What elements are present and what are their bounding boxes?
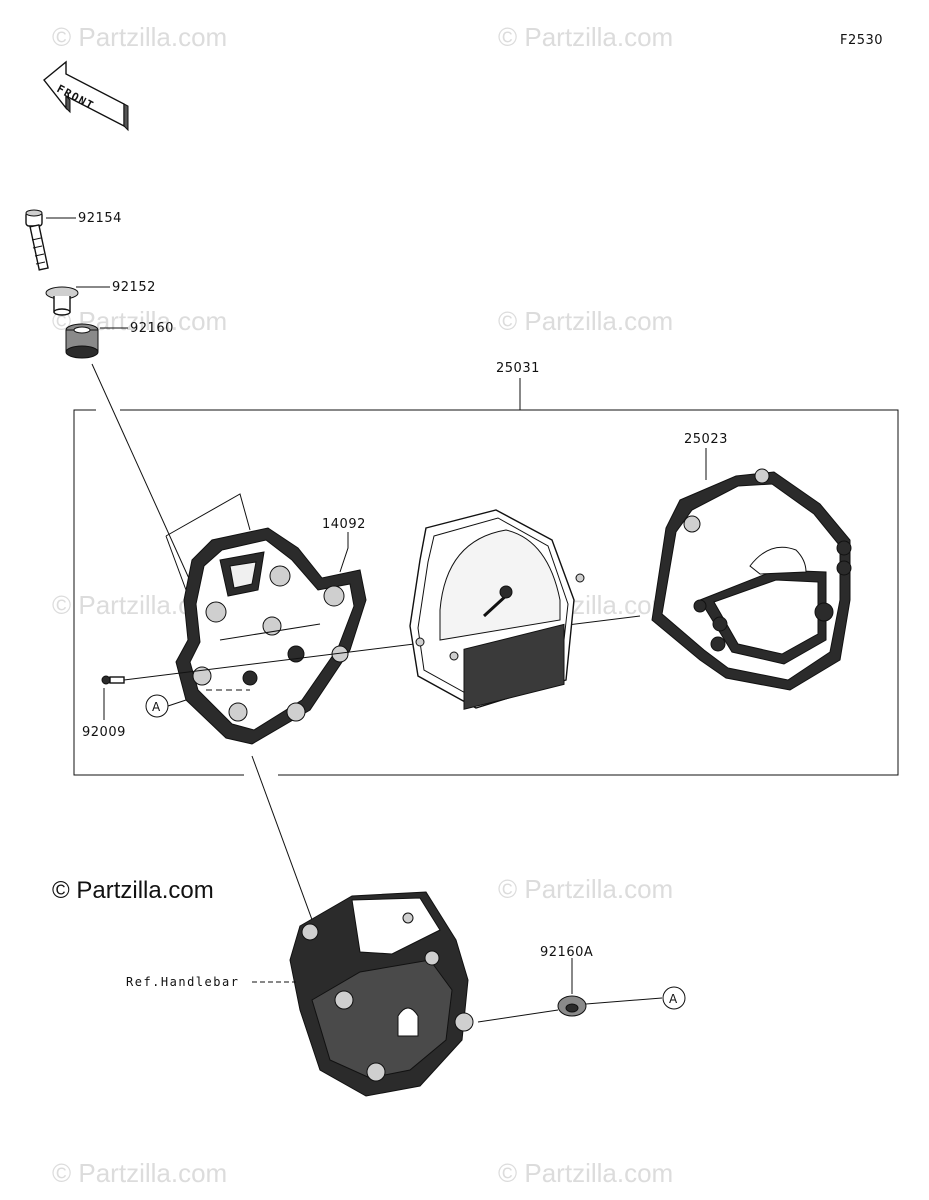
watermark-layer: © Partzilla.com © Partzilla.com © Partzi… [52, 22, 673, 1188]
part-label-92009: 92009 [82, 725, 126, 740]
assembly-box [120, 409, 899, 776]
watermark: © Partzilla.com [498, 1158, 673, 1188]
meter-case-icon [165, 493, 367, 745]
copyright-text: © Partzilla.com [52, 877, 214, 904]
ref-mark-a-label: A [669, 992, 678, 1006]
grommet-a-icon [557, 995, 587, 1017]
watermark: © Partzilla.com [498, 306, 673, 336]
ref-mark-a-label: A [152, 700, 161, 714]
part-label-92160: 92160 [130, 321, 174, 336]
meter-cover-icon [651, 468, 852, 691]
handlebar-bracket-icon [289, 891, 474, 1097]
part-label-92160a: 92160A [540, 945, 593, 960]
part-label-14092: 14092 [322, 517, 366, 532]
ref-mark-a [662, 986, 686, 1010]
bolt-icon [25, 209, 49, 271]
part-label-92154: 92154 [78, 211, 122, 226]
part-label-25031: 25031 [496, 361, 540, 376]
watermark: © Partzilla.com [498, 874, 673, 904]
watermark: © Partzilla.com [52, 1158, 227, 1188]
figure-code: F2530 [840, 33, 883, 48]
watermark: © Partzilla.com [52, 22, 227, 52]
screw-icon [101, 675, 125, 685]
grommet-icon [65, 323, 99, 359]
watermark: © Partzilla.com [498, 22, 673, 52]
collar-icon [45, 286, 79, 316]
assembly-box [73, 409, 244, 776]
ref-handlebar-label: Ref.Handlebar [126, 975, 239, 989]
meter-unit-icon [409, 509, 585, 710]
front-arrow-icon: FRONT [43, 60, 129, 132]
part-label-92152: 92152 [112, 280, 156, 295]
part-label-25023: 25023 [684, 432, 728, 447]
